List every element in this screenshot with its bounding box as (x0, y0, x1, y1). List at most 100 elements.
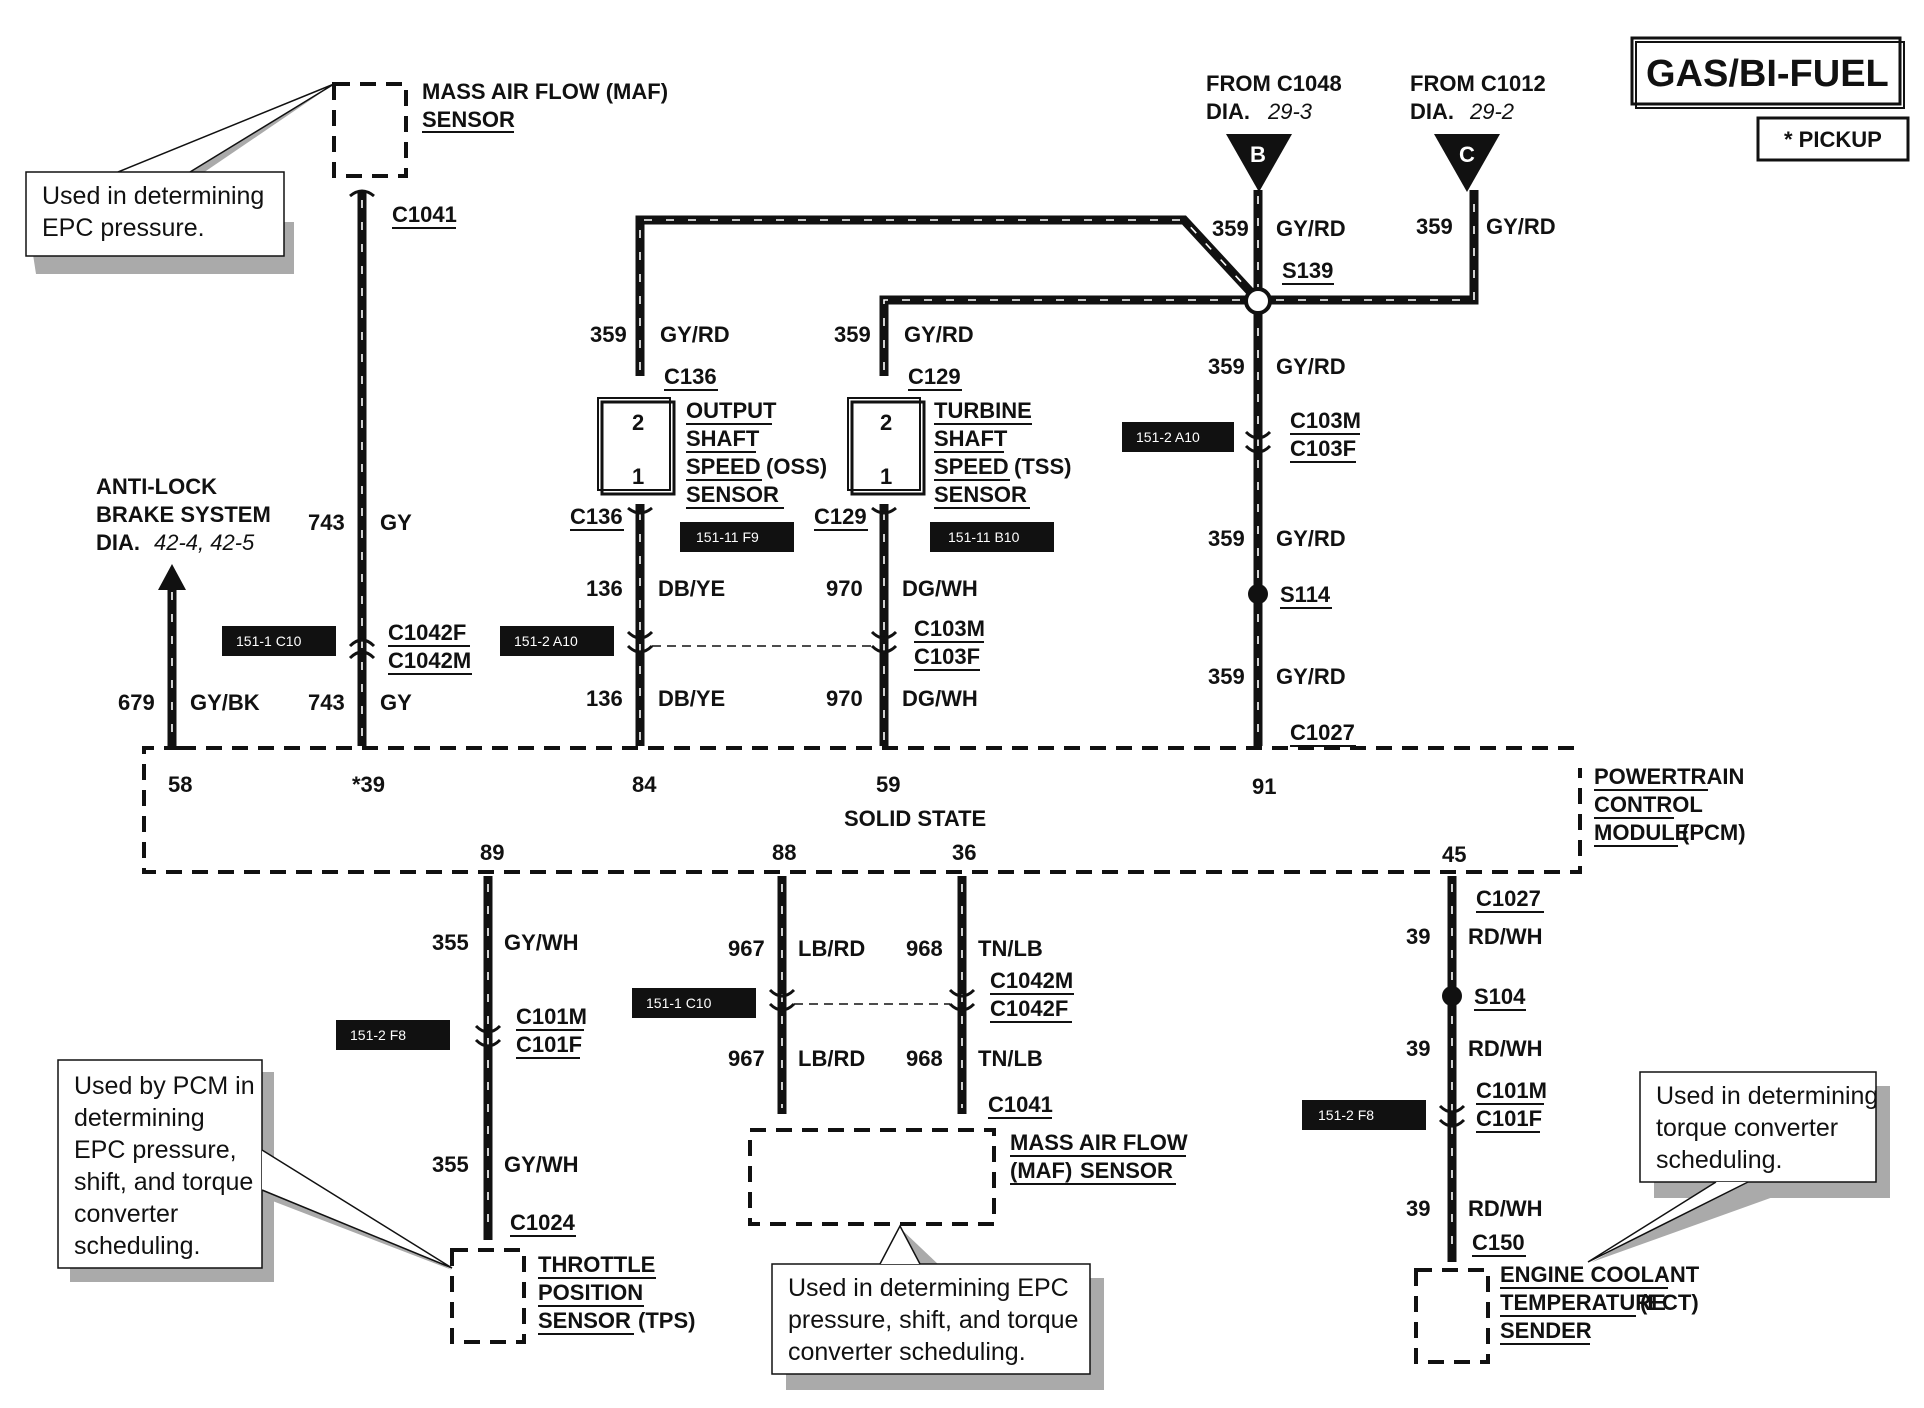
tag-151-11-f9: 151-11 F9 (696, 529, 759, 545)
pcm-pin-36: 36 (952, 840, 976, 865)
wire-970b-color: DG/WH (902, 686, 978, 711)
c101f-right: C101F (1476, 1106, 1542, 1131)
pickup-box: * PICKUP (1756, 116, 1910, 162)
wire-359-2-color: GY/RD (1276, 526, 1346, 551)
from-c1012-dia: DIA. (1410, 99, 1454, 124)
pcm-label-3: MODULE (1594, 820, 1689, 845)
pcm-pin-84: 84 (632, 772, 657, 797)
pcm-label-3b: (PCM) (1682, 820, 1746, 845)
s114-label: S114 (1280, 582, 1331, 607)
c1024-label: C1024 (510, 1210, 576, 1235)
note-tps-line-6: scheduling. (74, 1232, 200, 1260)
maf-top-label-2: SENSOR (422, 107, 515, 132)
note-ect-line-3: scheduling. (1656, 1146, 1782, 1174)
note-maf-bottom: Used in determining EPC pressure, shift,… (771, 1224, 1104, 1390)
wire-970a-color: DG/WH (902, 576, 978, 601)
wire-39c-num: 39 (1406, 1196, 1430, 1221)
connector-b-triangle (1226, 134, 1292, 192)
wire-359-3-num: 359 (1208, 664, 1245, 689)
abs-ref: 42-4, 42-5 (154, 530, 255, 555)
wire-39c-color: RD/WH (1468, 1196, 1543, 1221)
maf-bottom-label-2b: SENSOR (1080, 1158, 1173, 1183)
note-ect-line-1: Used in determining (1656, 1082, 1878, 1110)
wire-359-b-num: 359 (1212, 216, 1249, 241)
c1042m-left: C1042M (388, 648, 471, 673)
wire-355b-num: 355 (432, 1152, 469, 1177)
wire-359-c-color: GY/RD (1486, 214, 1556, 239)
oss-pin-bottom: 1 (632, 464, 644, 489)
wire-359-c-num: 359 (1416, 214, 1453, 239)
tag-151-1-c10-b: 151-1 C10 (646, 995, 712, 1011)
c103f-right: C103F (1290, 436, 1356, 461)
c103m-middle: C103M (914, 616, 985, 641)
tss-pin-bottom: 1 (880, 464, 892, 489)
wire-743a-num: 743 (308, 510, 345, 535)
connector-c-triangle (1434, 134, 1500, 192)
tps-sensor-box (450, 1248, 526, 1344)
c1041-bottom: C1041 (988, 1092, 1053, 1117)
wire-970b-num: 970 (826, 686, 863, 711)
c1042m-bottom: C1042M (990, 968, 1073, 993)
c1042f-bottom: C1042F (990, 996, 1068, 1021)
tag-151-2-f8-left: 151-2 F8 (350, 1027, 406, 1043)
maf-bottom-sensor-box (748, 1128, 996, 1226)
s104-label: S104 (1474, 984, 1526, 1009)
tag-151-2-a10-left: 151-2 A10 (514, 633, 578, 649)
wire-968b-color: TN/LB (978, 1046, 1043, 1071)
pickup-text: * PICKUP (1784, 127, 1882, 152)
wire-743b-color: GY (380, 690, 412, 715)
ect-label-1: ENGINE COOLANT (1500, 1262, 1700, 1287)
title-box: GAS/BI-FUEL (1630, 36, 1905, 109)
oss-sensor-box (600, 400, 676, 496)
c150-label: C150 (1472, 1230, 1525, 1255)
wire-359-b-color: GY/RD (1276, 216, 1346, 241)
wire-359-tss-color: GY/RD (904, 322, 974, 347)
wire-359-1-color: GY/RD (1276, 354, 1346, 379)
maf-top-label-1: MASS AIR FLOW (MAF) (422, 79, 668, 104)
oss-label-2: SHAFT (686, 426, 760, 451)
abs-label-1: ANTI-LOCK (96, 474, 217, 499)
wire-967b-num: 967 (728, 1046, 765, 1071)
pcm-pin-88: 88 (772, 840, 796, 865)
from-c1048-label: FROM C1048 (1206, 71, 1342, 96)
c129-top: C129 (908, 364, 961, 389)
c101f-left: C101F (516, 1032, 582, 1057)
abs-arrow-icon (158, 564, 186, 590)
wire-359-tss-feed (879, 190, 1479, 376)
wire-39a-color: RD/WH (1468, 924, 1543, 949)
maf-top-sensor-box (332, 82, 408, 178)
note-tps-line-3: EPC pressure, (74, 1136, 237, 1164)
tag-151-2-f8-right: 151-2 F8 (1318, 1107, 1374, 1123)
tss-label-1: TURBINE (934, 398, 1032, 423)
tss-sensor-box (850, 400, 926, 496)
connector-c-letter: C (1459, 142, 1475, 167)
tag-151-1-c10-a: 151-1 C10 (236, 633, 302, 649)
note-maf-bottom-line-3: converter scheduling. (788, 1338, 1026, 1366)
wire-359-tss-num: 359 (834, 322, 871, 347)
from-c1048-dia: DIA. (1206, 99, 1250, 124)
note-tps-line-4: shift, and torque (74, 1168, 253, 1196)
c103m-right: C103M (1290, 408, 1361, 433)
pcm-pin-39: *39 (352, 772, 385, 797)
note-maf-top-line-2: EPC pressure. (42, 214, 205, 242)
title-text: GAS/BI-FUEL (1646, 53, 1889, 95)
wire-136b-color: DB/YE (658, 686, 725, 711)
wire-39a-num: 39 (1406, 924, 1430, 949)
wire-39b-color: RD/WH (1468, 1036, 1543, 1061)
wire-967a-num: 967 (728, 936, 765, 961)
from-c1012-ref: 29-2 (1469, 99, 1514, 124)
wire-136a-color: DB/YE (658, 576, 725, 601)
note-ect-line-2: torque converter (1656, 1114, 1838, 1142)
note-maf-bottom-line-1: Used in determining EPC (788, 1274, 1069, 1302)
pcm-pin-59: 59 (876, 772, 900, 797)
note-tps-line-5: converter (74, 1200, 178, 1228)
note-tps-line-1: Used by PCM in (74, 1072, 255, 1100)
ect-sensor-box (1414, 1268, 1490, 1364)
wire-967a-color: LB/RD (798, 936, 865, 961)
wire-967b-color: LB/RD (798, 1046, 865, 1071)
wire-679-color: GY/BK (190, 690, 260, 715)
tps-label-1: THROTTLE (538, 1252, 655, 1277)
from-c1012-label: FROM C1012 (1410, 71, 1546, 96)
tag-151-2-a10-right: 151-2 A10 (1136, 429, 1200, 445)
oss-label-1: OUTPUT (686, 398, 777, 423)
